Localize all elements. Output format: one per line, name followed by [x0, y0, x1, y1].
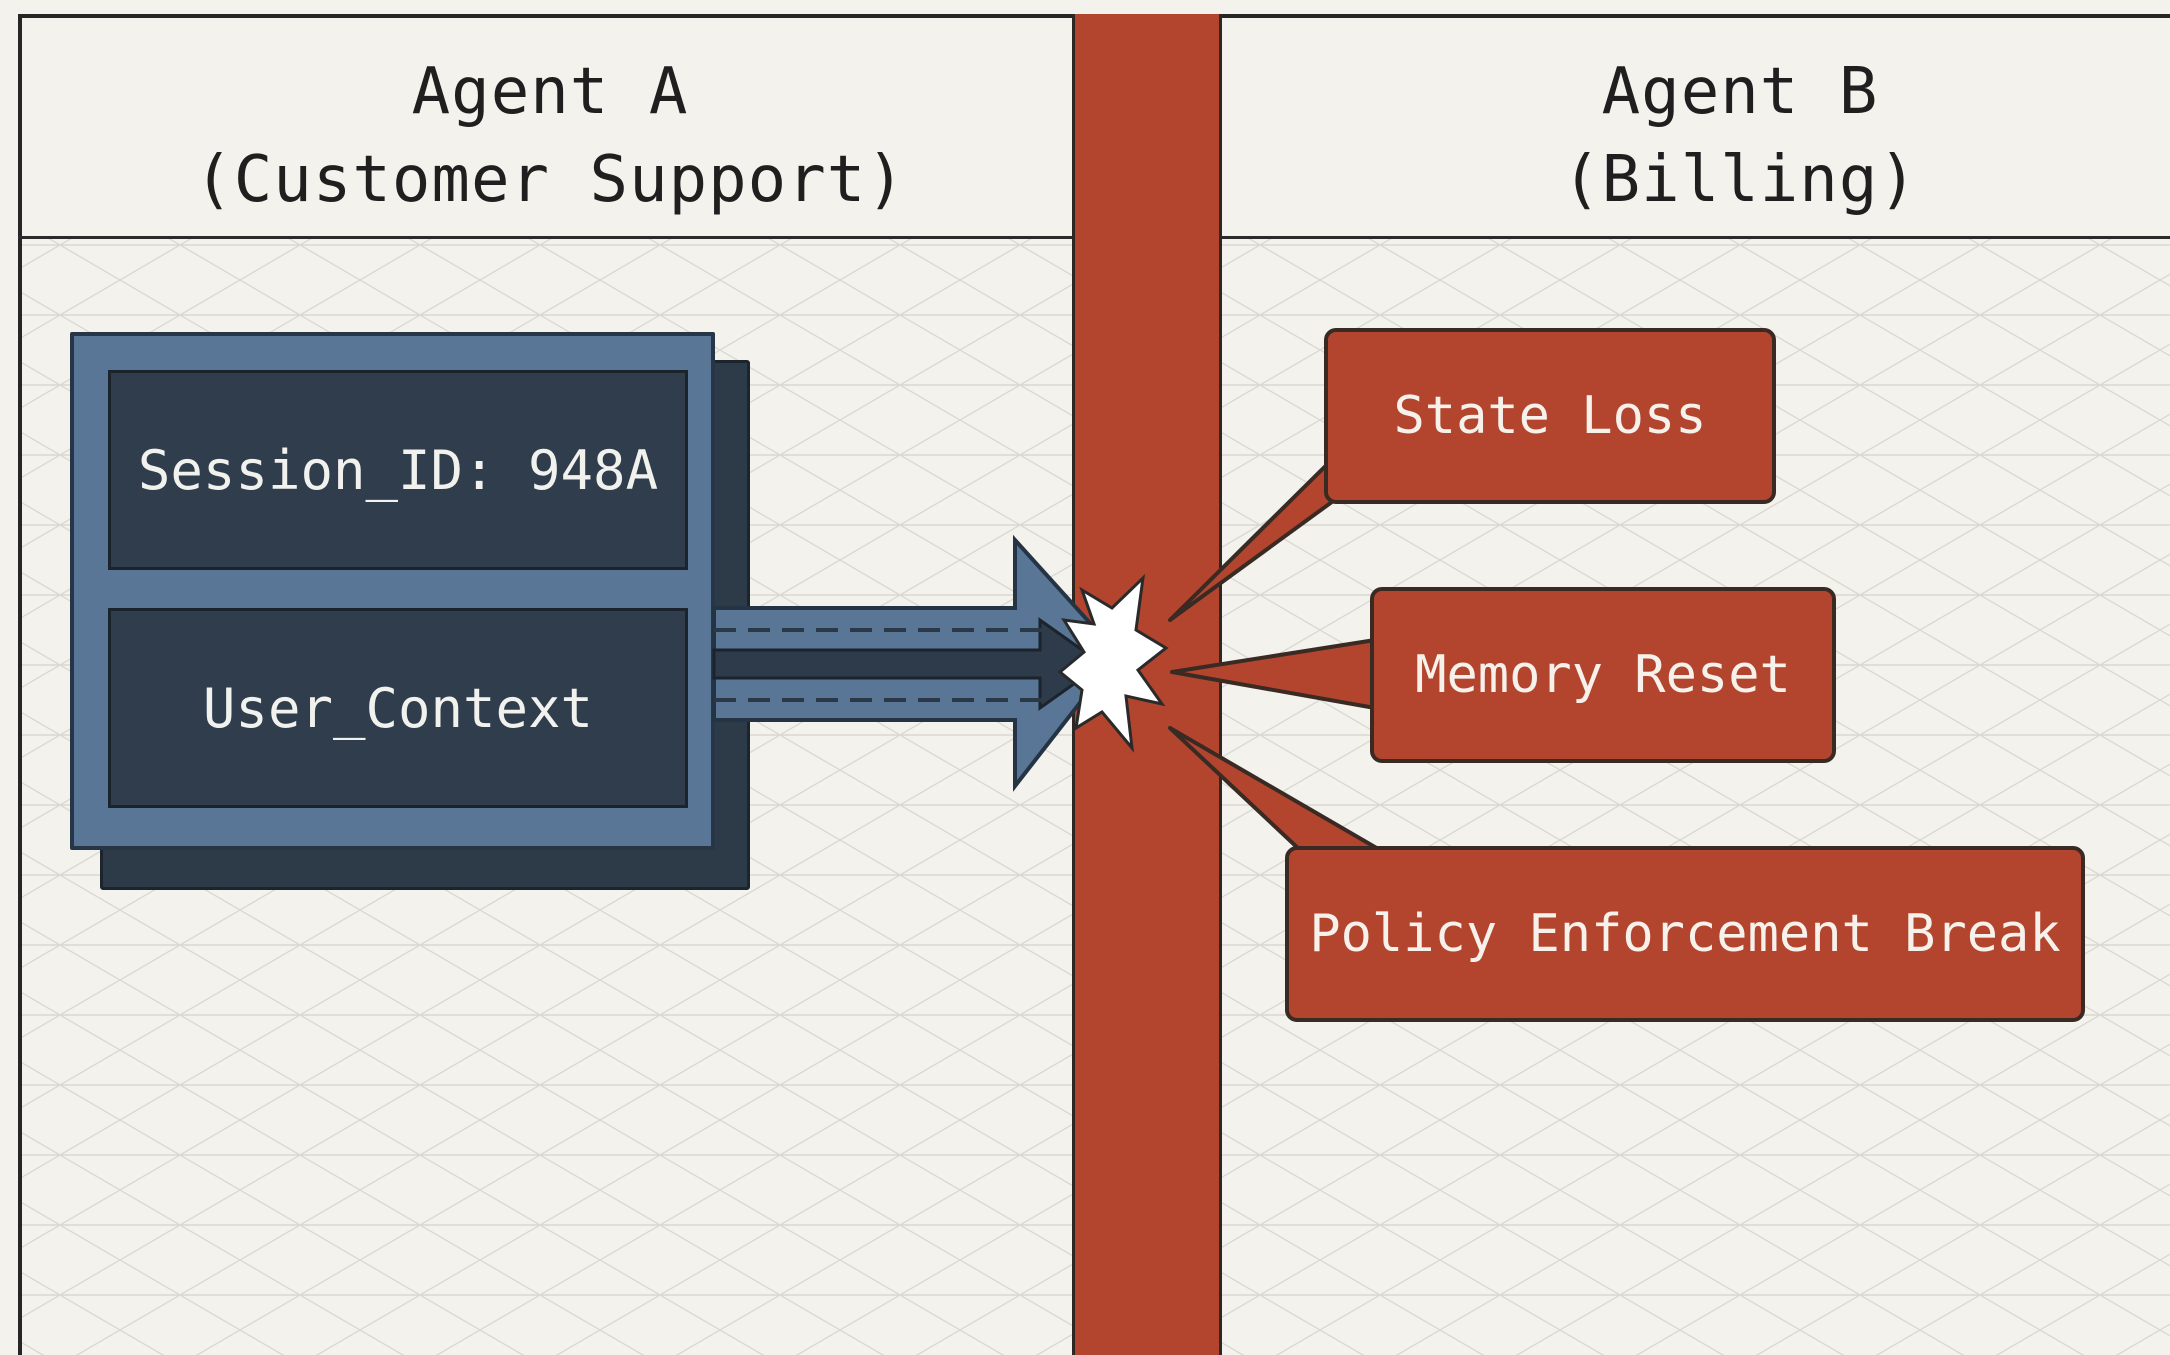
state-loss-callout: State Loss: [1324, 328, 1776, 504]
agent-b-title: Agent B (Billing): [1225, 48, 2170, 224]
agent-a-title-line2: (Customer Support): [194, 143, 906, 217]
callout-pointers: [1168, 418, 1382, 852]
impact-burst: [1057, 573, 1169, 753]
handoff-arrow: [712, 534, 1121, 792]
agent-a-title-line1: Agent A: [411, 55, 689, 129]
agent-b-title-line1: Agent B: [1601, 55, 1879, 129]
agent-b-title-line2: (Billing): [1562, 143, 1918, 217]
session-id-slot: Session_ID: 948A: [108, 370, 688, 570]
policy-enforcement-break-callout: Policy Enforcement Break: [1285, 846, 2085, 1022]
user-context-slot: User_Context: [108, 608, 688, 808]
context-data-block: Session_ID: 948A User_Context: [70, 332, 715, 850]
agent-a-title: Agent A (Customer Support): [30, 48, 1070, 224]
memory-reset-callout: Memory Reset: [1370, 587, 1836, 763]
